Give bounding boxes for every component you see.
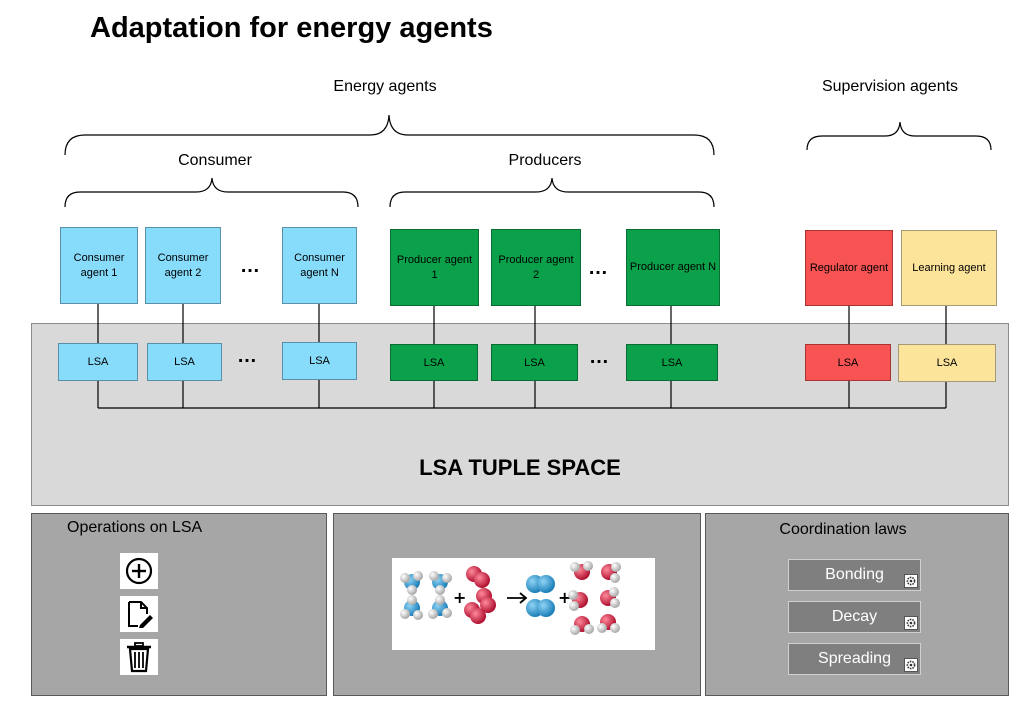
- edit-document-icon: [120, 596, 158, 632]
- producer-1-lsa: LSA: [390, 344, 478, 381]
- law-spreading-button[interactable]: Spreading: [788, 643, 921, 675]
- supervision-brace: [806, 121, 992, 151]
- gear-icon: [904, 658, 918, 672]
- law-label: Decay: [831, 608, 878, 625]
- consumer-ellipsis: …: [240, 255, 261, 277]
- consumer-1-lsa: LSA: [58, 343, 138, 381]
- producers-group-label: Producers: [508, 152, 582, 169]
- law-decay-button[interactable]: Decay: [788, 601, 921, 633]
- producer-agent-1: Producer agent 1: [390, 229, 479, 306]
- chemical-reaction-image: + +: [392, 558, 655, 650]
- regulator-lsa: LSA: [805, 344, 891, 381]
- gear-icon: [904, 616, 918, 630]
- operations-panel: [31, 513, 327, 696]
- energy-agents-label: Energy agents: [333, 78, 437, 95]
- consumer-agent-n: Consumer agent N: [282, 227, 357, 304]
- molecule-reaction-icon: + +: [400, 561, 621, 635]
- consumer-brace: [64, 177, 359, 208]
- operations-title: Operations on LSA: [67, 519, 203, 536]
- consumer-agent-1: Consumer agent 1: [60, 227, 138, 304]
- producer-n-lsa: LSA: [626, 344, 718, 381]
- regulator-agent: Regulator agent: [805, 230, 893, 306]
- producers-brace: [389, 177, 715, 208]
- consumer-n-lsa: LSA: [282, 342, 357, 380]
- svg-text:+: +: [558, 588, 571, 607]
- law-bonding-button[interactable]: Bonding: [788, 559, 921, 591]
- law-label: Spreading: [818, 650, 891, 667]
- energy-agents-brace: [64, 114, 715, 156]
- supervision-agents-label: Supervision agents: [821, 78, 959, 95]
- producer-agent-n: Producer agent N: [626, 229, 720, 306]
- producer-lsa-ellipsis: …: [589, 346, 610, 368]
- tuple-space-label: LSA TUPLE SPACE: [419, 455, 621, 480]
- consumer-2-lsa: LSA: [147, 343, 222, 381]
- consumer-agent-2: Consumer agent 2: [145, 227, 221, 304]
- gear-icon: [904, 574, 918, 588]
- add-icon: [120, 553, 158, 589]
- svg-text:+: +: [453, 588, 466, 607]
- producer-ellipsis: …: [588, 257, 609, 279]
- consumer-group-label: Consumer: [178, 152, 252, 169]
- trash-icon: [120, 639, 158, 675]
- producer-2-lsa: LSA: [491, 344, 578, 381]
- coordination-title: Coordination laws: [779, 521, 907, 538]
- learning-lsa: LSA: [898, 344, 996, 382]
- law-label: Bonding: [825, 566, 884, 583]
- learning-agent: Learning agent: [901, 230, 997, 306]
- page-title: Adaptation for energy agents: [90, 12, 493, 44]
- producer-agent-2: Producer agent 2: [491, 229, 581, 306]
- consumer-lsa-ellipsis: …: [237, 345, 258, 367]
